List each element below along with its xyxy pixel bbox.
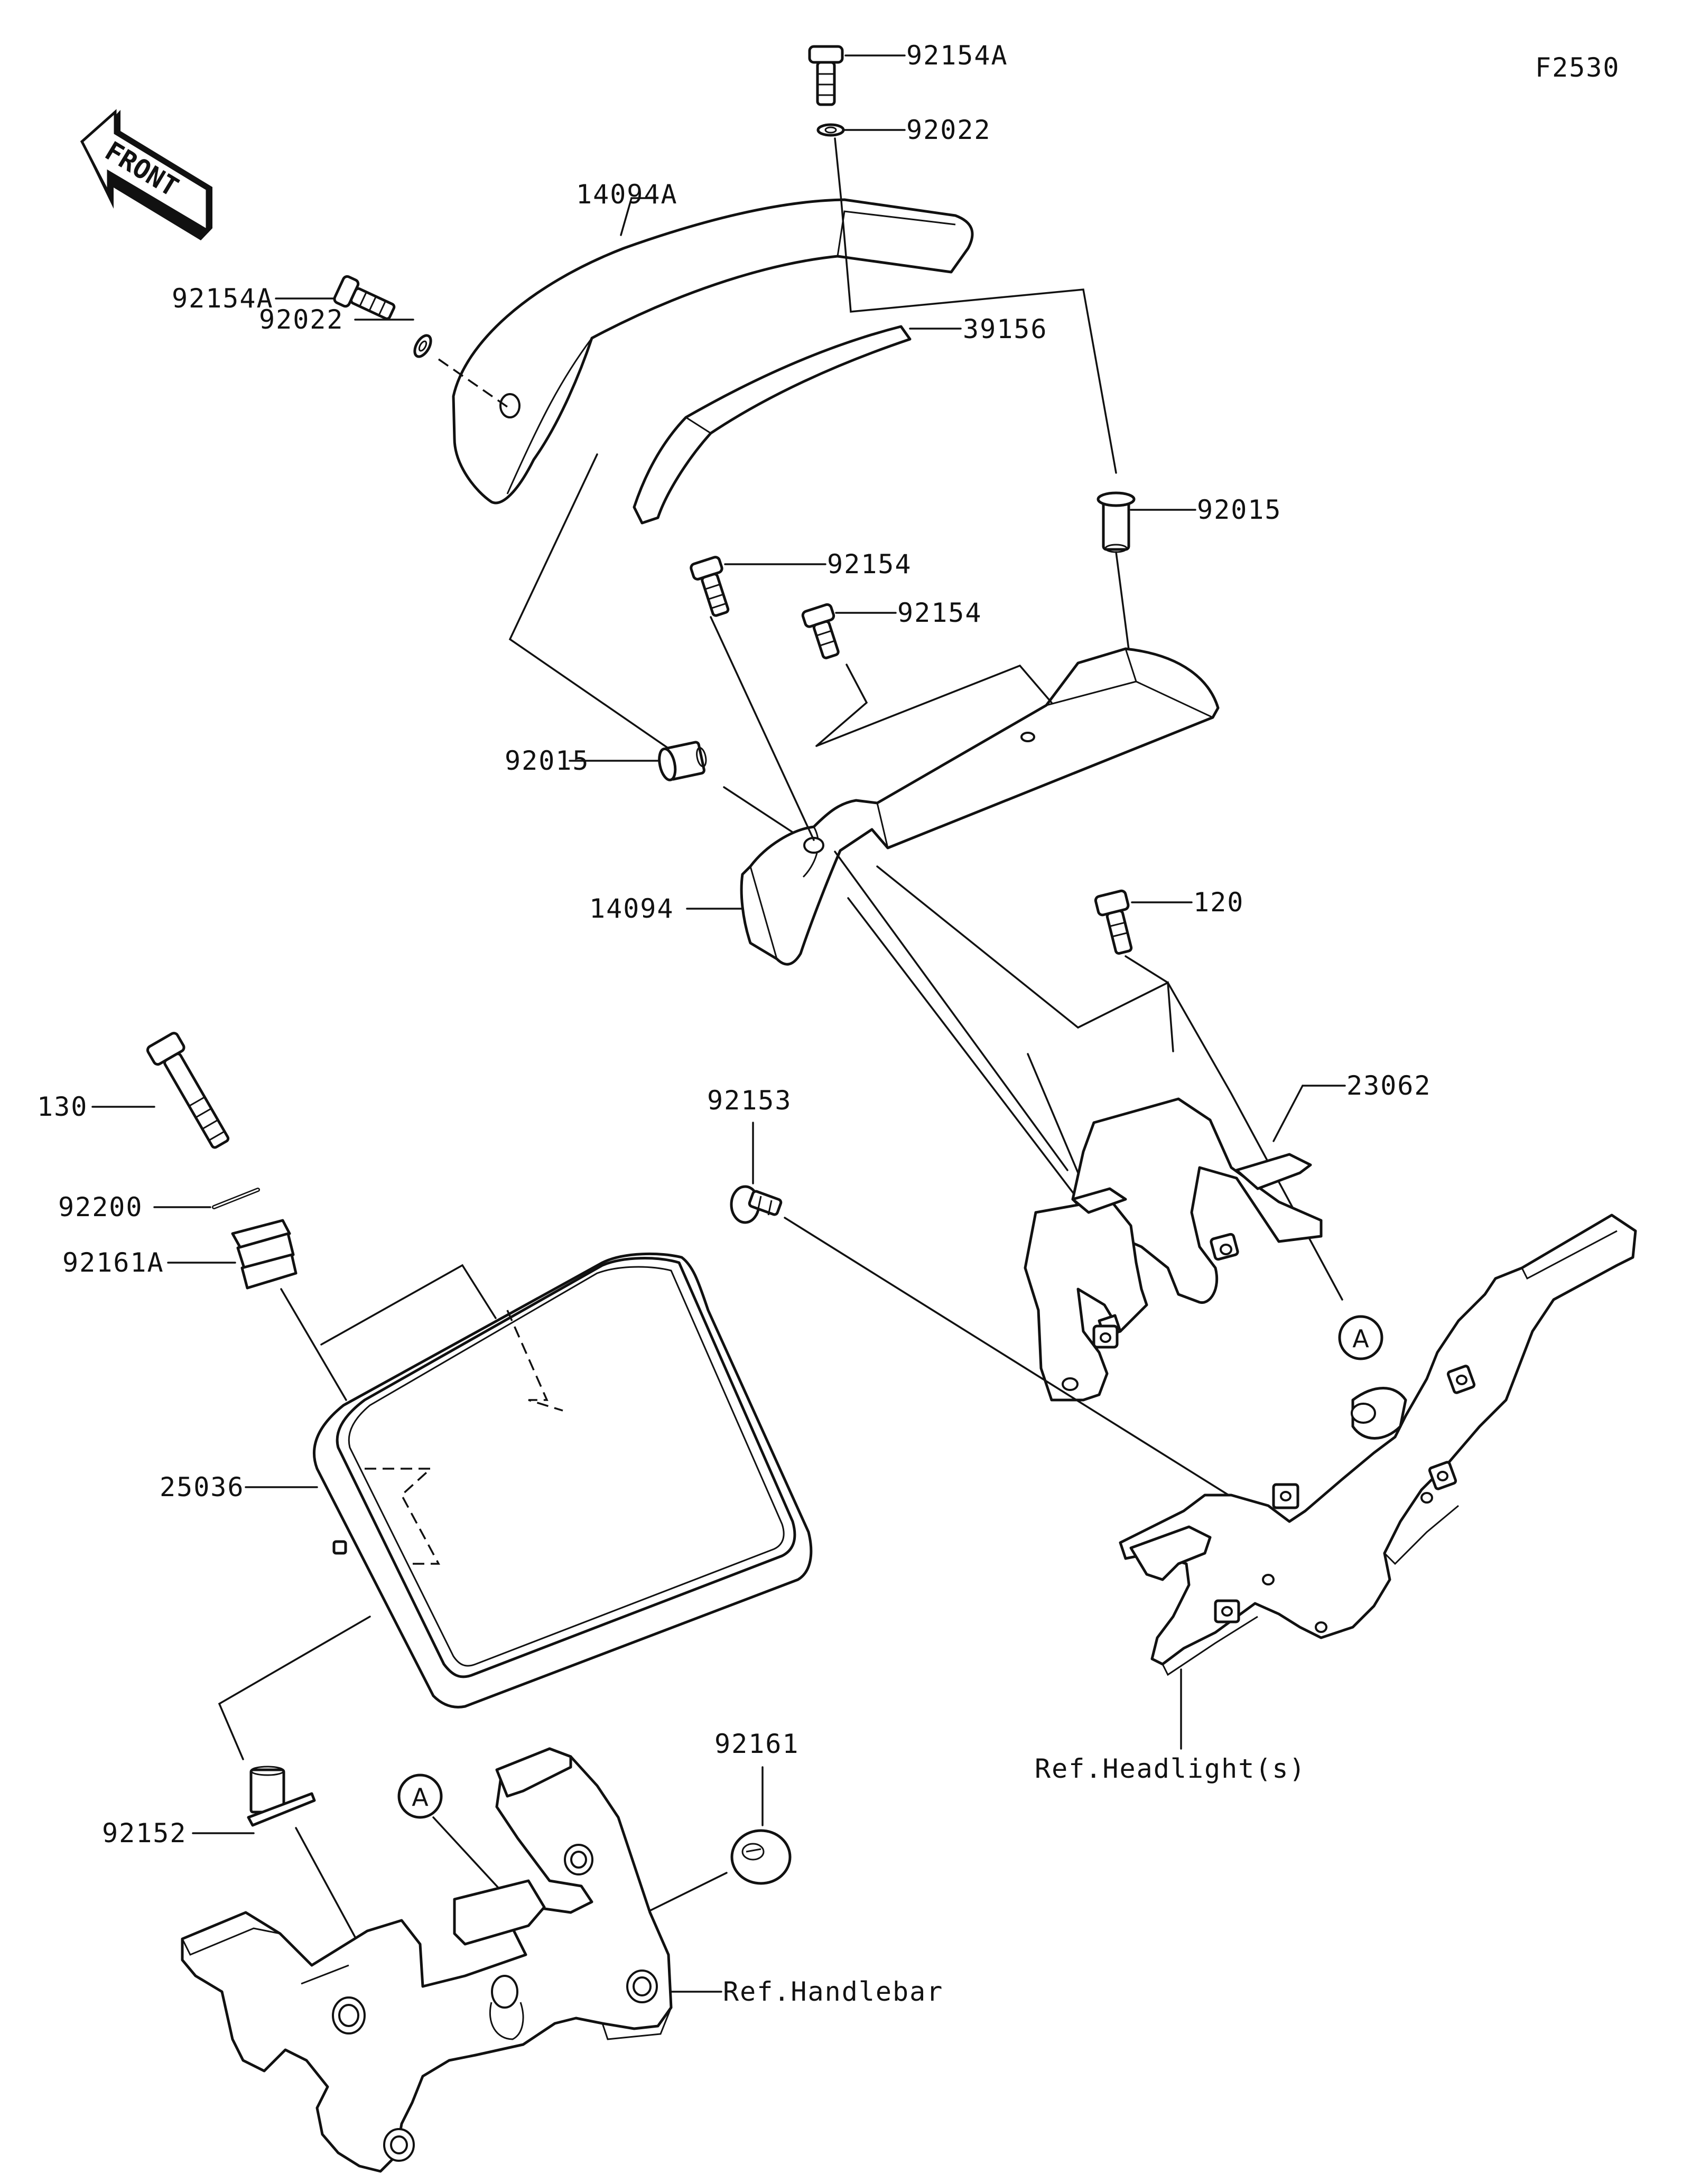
label-14094: 14094	[589, 893, 674, 924]
handlebar-clamp	[181, 1747, 673, 2173]
collar-92015-left	[658, 741, 707, 781]
figure-code: F2530	[1535, 52, 1620, 83]
bolt-92154-a	[690, 556, 730, 617]
marker-a-left: A	[397, 1774, 443, 1819]
label-14094A: 14094A	[576, 179, 678, 210]
trim-39156	[633, 325, 912, 525]
screw-92153	[730, 1185, 783, 1224]
label-92154A-left: 92154A	[172, 283, 274, 314]
label-ref-headlight: Ref.Headlight(s)	[1035, 1753, 1306, 1784]
washer-92200	[212, 1188, 260, 1209]
label-92154-b: 92154	[897, 598, 982, 628]
bolt-130	[146, 1032, 230, 1149]
cover-14094A	[452, 198, 974, 505]
bolt-92154A-left	[333, 275, 396, 320]
label-39156: 39156	[963, 314, 1048, 344]
label-130: 130	[37, 1091, 88, 1122]
washer-92022-left	[413, 334, 432, 358]
meter-25036	[312, 1252, 813, 1709]
label-ref-handlebar: Ref.Handlebar	[723, 1976, 943, 2007]
label-25036: 25036	[160, 1472, 245, 1502]
bracket-23062	[1024, 1097, 1323, 1402]
label-92200: 92200	[58, 1192, 143, 1222]
label-92015-left: 92015	[505, 745, 590, 776]
marker-a-left-text: A	[412, 1783, 429, 1812]
collar-92152	[247, 1766, 316, 1827]
front-arrow-icon: FRONT	[80, 109, 212, 240]
label-92154-a: 92154	[827, 549, 912, 580]
bolt-120	[1094, 889, 1133, 955]
marker-a-right: A	[1338, 1315, 1383, 1360]
headlight-bracket	[1119, 1214, 1637, 1676]
bolt-92154A-top	[808, 45, 844, 106]
label-92022-left: 92022	[259, 304, 344, 335]
damper-92161A	[231, 1219, 298, 1290]
washer-92022-top	[816, 123, 845, 137]
damper-92161	[730, 1829, 792, 1885]
label-92161: 92161	[714, 1729, 800, 1759]
label-92153: 92153	[707, 1085, 792, 1116]
label-92015-right: 92015	[1197, 494, 1282, 525]
bolt-92154-b	[801, 603, 840, 659]
label-23062: 23062	[1346, 1070, 1432, 1101]
label-92152: 92152	[102, 1818, 187, 1849]
label-92022-top: 92022	[906, 115, 991, 145]
marker-a-right-text: A	[1352, 1324, 1369, 1353]
collar-92015-right	[1097, 491, 1136, 553]
label-120: 120	[1193, 887, 1244, 918]
label-92154A-top: 92154A	[906, 40, 1008, 71]
label-92161A: 92161A	[62, 1247, 164, 1278]
cover-14094	[740, 647, 1220, 966]
